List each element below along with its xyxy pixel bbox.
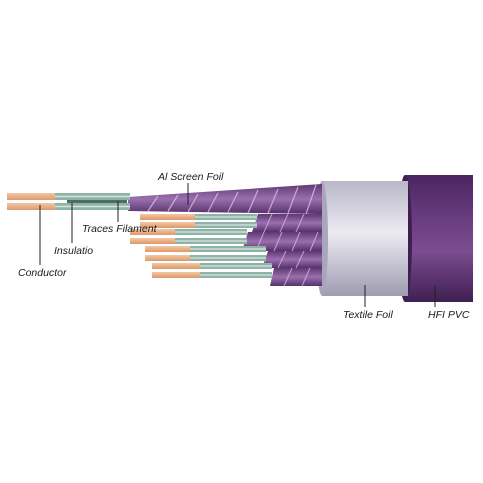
hfi-pvc-jacket <box>398 175 473 302</box>
pair-3 <box>130 229 247 244</box>
leader-lines <box>39 183 436 307</box>
traces-filament-label: Traces Filament <box>82 223 158 235</box>
conductor-wire <box>7 203 57 210</box>
al-screen-foil-spiral <box>128 184 322 215</box>
conductor-wire <box>7 193 57 200</box>
conductor-label: Conductor <box>18 267 67 279</box>
insulation-label: Insulatio <box>54 245 93 257</box>
pair-2 <box>140 214 257 228</box>
hfi-pvc-label: HFI PVC <box>428 309 470 321</box>
pair-5 <box>152 263 272 278</box>
pair-4 <box>145 246 266 261</box>
textile-foil-label: Textile Foil <box>343 309 393 321</box>
traces-filament <box>67 200 127 203</box>
main-pair <box>7 193 130 210</box>
al-screen-foil-label: Al Screen Foil <box>157 171 224 183</box>
textile-foil-layer <box>316 181 408 296</box>
